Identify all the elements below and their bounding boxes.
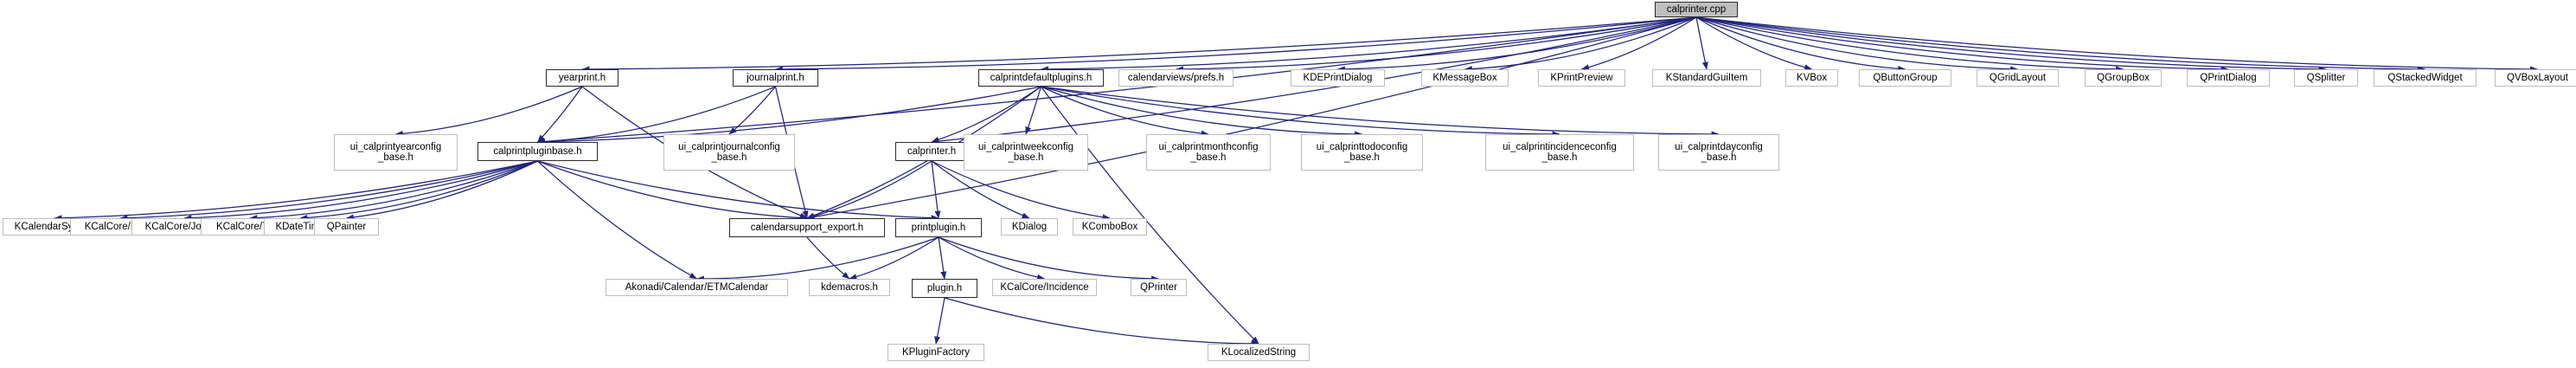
graph-edge <box>581 16 1697 73</box>
graph-edge <box>1695 16 1813 71</box>
graph-node-kdemacros-h[interactable]: kdemacros.h <box>809 279 890 296</box>
graph-node-journalprint-h[interactable]: journalprint.h <box>733 69 818 87</box>
graph-node-plugin-h[interactable]: plugin.h <box>912 279 977 298</box>
graph-edge <box>1041 86 1720 138</box>
graph-edge <box>931 160 1111 221</box>
graph-node-ui-day[interactable]: ui_calprintdayconfig _base.h <box>1658 134 1779 171</box>
graph-edge <box>1175 16 1697 73</box>
graph-edge <box>938 236 1046 281</box>
graph-node-KDialog[interactable]: KDialog <box>1001 218 1058 236</box>
graph-edge <box>1695 16 2019 73</box>
graph-node-ui-todo[interactable]: ui_calprinttodoconfig _base.h <box>1301 134 1423 171</box>
graph-edge <box>345 160 538 221</box>
graph-edge <box>537 160 939 222</box>
graph-node-KCalCore-Incidence[interactable]: KCalCore/Incidence <box>992 279 1097 296</box>
graph-edge <box>931 86 1041 143</box>
graph-edge <box>849 236 939 281</box>
graph-node-calprinter-h[interactable]: calprinter.h <box>895 142 968 161</box>
graph-edge <box>394 86 583 137</box>
graph-edge <box>806 16 1697 220</box>
graph-edge <box>537 160 808 222</box>
graph-edge <box>537 86 583 143</box>
graph-edge <box>934 297 945 345</box>
graph-edge <box>1695 16 2539 73</box>
graph-node-QGridLayout[interactable]: QGridLayout <box>1977 69 2059 87</box>
graph-node-calendarsupport-export-h[interactable]: calendarsupport_export.h <box>729 218 885 237</box>
graph-node-ui-week[interactable]: ui_calprintweekconfig _base.h <box>964 134 1088 171</box>
graph-edge <box>806 86 1041 219</box>
graph-edge <box>1041 86 1560 138</box>
graph-edge <box>695 236 939 282</box>
graph-node-calprintpluginbase-h[interactable]: calprintpluginbase.h <box>477 142 598 161</box>
graph-edge <box>938 236 947 280</box>
graph-node-ui-journal[interactable]: ui_calprintjournalconfig _base.h <box>663 134 795 171</box>
graph-edge <box>1041 86 1209 137</box>
graph-node-yearprint-h[interactable]: yearprint.h <box>546 69 618 87</box>
graph-node-QButtonGroup[interactable]: QButtonGroup <box>1859 69 1951 87</box>
graph-node-QPrinter[interactable]: QPrinter <box>1131 279 1187 296</box>
graph-node-QGroupBox[interactable]: QGroupBox <box>2085 69 2162 87</box>
graph-node-QSplitter[interactable]: QSplitter <box>2294 69 2358 87</box>
graph-edge <box>537 160 698 280</box>
graph-edge <box>1025 86 1042 135</box>
graph-edge <box>1695 16 2124 73</box>
graph-node-QStackedWidget[interactable]: QStackedWidget <box>2374 69 2477 87</box>
graph-node-KDEPrintDialog[interactable]: KDEPrintDialog <box>1291 69 1385 87</box>
graph-edge <box>1695 16 2229 73</box>
graph-node-QPrintDialog[interactable]: QPrintDialog <box>2187 69 2270 87</box>
graph-node-calendarviews-prefs-h[interactable]: calendarviews/prefs.h <box>1118 69 1234 87</box>
graph-node-KPluginFactory[interactable]: KPluginFactory <box>888 344 984 361</box>
graph-node-calprinter-cpp: calprinter.cpp <box>1655 2 1738 17</box>
graph-edge <box>1464 16 1697 73</box>
graph-edge <box>1695 16 1906 72</box>
graph-node-printplugin-h[interactable]: printplugin.h <box>895 218 982 237</box>
graph-edge <box>806 160 932 220</box>
graph-node-ui-year[interactable]: ui_calprintyearconfig _base.h <box>334 134 458 171</box>
graph-node-calprintdefaultplugins-h[interactable]: calprintdefaultplugins.h <box>978 69 1104 87</box>
graph-node-KComboBox[interactable]: KComboBox <box>1073 218 1147 236</box>
graph-edge <box>536 86 1041 145</box>
graph-node-KLocalizedString[interactable]: KLocalizedString <box>1208 344 1310 361</box>
graph-edge <box>1041 86 1363 138</box>
graph-edge <box>119 160 538 222</box>
graph-node-KMessageBox[interactable]: KMessageBox <box>1421 69 1509 87</box>
graph-edge <box>183 160 538 222</box>
graph-edge <box>536 86 776 145</box>
graph-node-KStandardGuiItem[interactable]: KStandardGuiItem <box>1652 69 1761 87</box>
graph-node-QPainter[interactable]: QPainter <box>314 218 379 236</box>
graph-edge <box>249 160 538 222</box>
graph-node-ui-incidence[interactable]: ui_calprintincidenceconfig _base.h <box>1485 134 1634 171</box>
graph-node-Akonadi-ETMCalendar[interactable]: Akonadi/Calendar/ETMCalendar <box>606 279 788 296</box>
graph-edge <box>938 236 1160 282</box>
graph-edge <box>1580 16 1697 71</box>
graph-node-QVBoxLayout[interactable]: QVBoxLayout <box>2495 69 2576 87</box>
graph-node-ui-month[interactable]: ui_calprintmonthconfig _base.h <box>1146 134 1271 171</box>
graph-edge <box>931 160 1030 219</box>
graph-edge <box>931 16 1697 145</box>
graph-edge <box>931 160 941 219</box>
graph-edge <box>1695 16 2426 73</box>
graph-edge <box>1040 86 1259 345</box>
graph-edge <box>1695 16 2327 73</box>
graph-edge <box>1695 16 1708 70</box>
graph-edge <box>806 236 850 280</box>
graph-edge <box>536 16 1697 145</box>
graph-edge <box>774 16 1697 73</box>
graph-node-KPrintPreview[interactable]: KPrintPreview <box>1538 69 1625 87</box>
graph-edge <box>944 297 1259 347</box>
graph-node-KVBox[interactable]: KVBox <box>1785 69 1838 87</box>
graph-edge <box>299 160 538 221</box>
